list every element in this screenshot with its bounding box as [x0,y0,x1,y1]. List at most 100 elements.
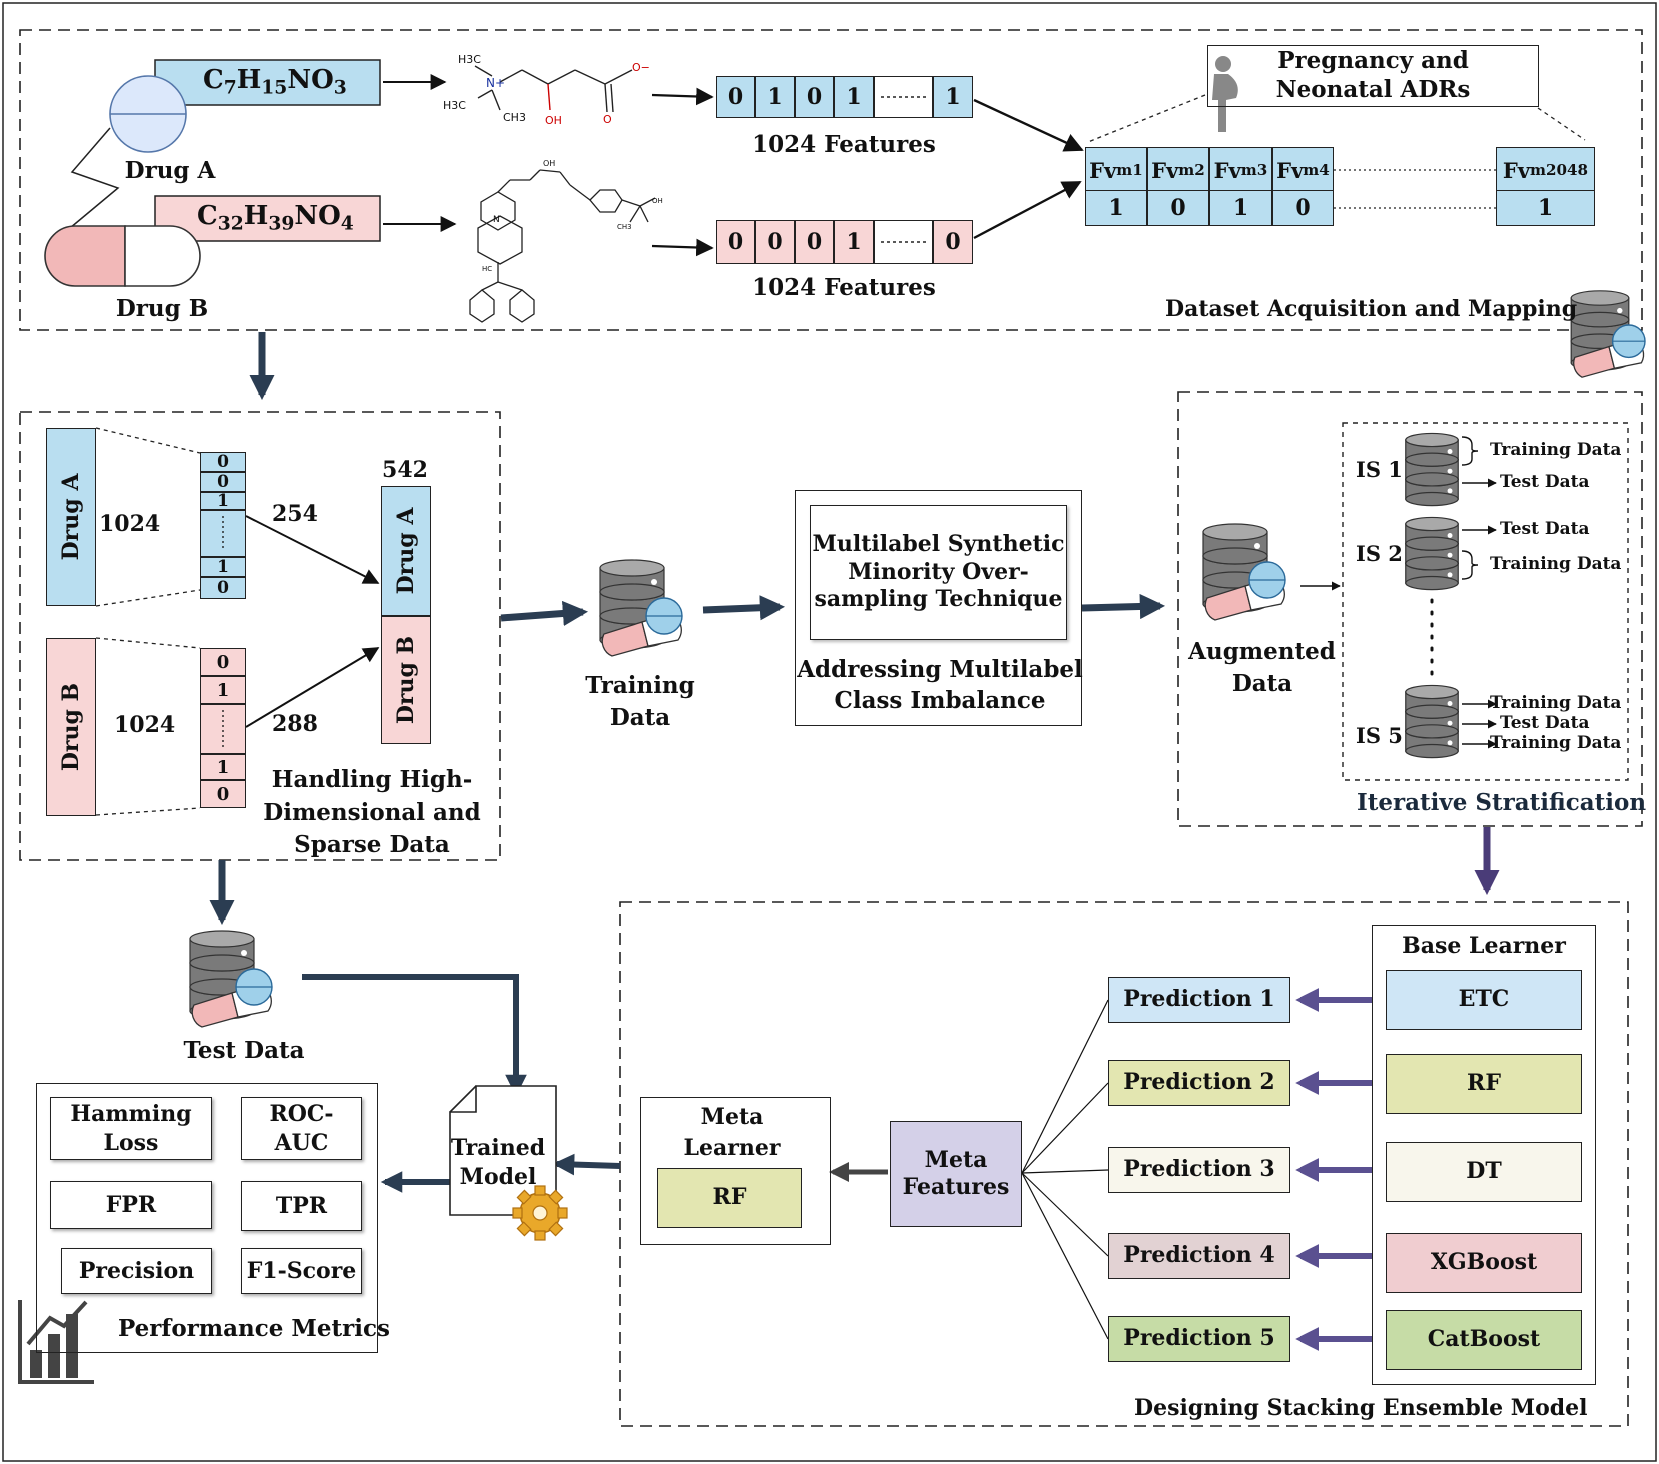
augmented-line: Augmented [1188,638,1336,665]
splits-box [1342,422,1629,781]
trained-model-line: Trained [450,1135,546,1161]
prediction-3: Prediction 3 [1108,1147,1290,1193]
vector-a-cell: 0 [795,76,834,118]
arrow-select-b [245,647,380,728]
prediction-4: Prediction 4 [1108,1233,1290,1279]
leader-a-bottom [95,589,201,607]
formula-element: NO [287,65,334,95]
mlsmote-line: sampling Technique [814,586,1063,613]
features-label-b: 1024 Features [752,274,936,301]
meta-features-line: Features [902,1174,1010,1200]
bit-cell: 1 [200,754,246,780]
metric-line: TPR [275,1192,328,1219]
metric-precision: Precision [61,1248,212,1294]
formula-count: 7 [223,76,237,99]
formula-a-band [154,59,381,106]
acquisition-title: Dataset Acquisition and Mapping [1165,296,1578,322]
split-label: Training Data [1490,554,1622,574]
drug-a-label: Drug A [124,157,216,184]
formula-element: NO [294,201,341,231]
formula-element: C [203,65,224,95]
formula-count: 15 [261,76,288,99]
vector-a-cell: 1 [834,76,874,118]
mlsmote-line: Minority Over- [848,558,1029,585]
drug-b-bar: Drug B [46,638,96,816]
molecule-a-h3c-left: H3C [443,99,466,112]
fv-header-index: m1 [1116,161,1143,179]
formula-a: C7H15NO3 [203,66,347,98]
formula-element: C [197,201,218,231]
meta-learner-line: Learner [683,1134,781,1161]
database-pill-icon [599,559,683,657]
dim-a: 1024 [99,511,161,537]
meta-learner-title: Meta Learner [684,1102,781,1164]
training-line: Training [585,672,695,699]
split-label: Test Data [1500,713,1590,733]
bit-cell: 1 [200,557,246,577]
augmented-line: Data [1231,669,1293,697]
meta-learner-line: Meta [700,1104,764,1130]
bit-cell: 1 [200,676,246,704]
vector-b-cell: 0 [933,220,973,264]
split-id: IS 2 [1356,541,1403,566]
split-label: Training Data [1490,693,1622,713]
adr-box: Pregnancy and Neonatal ADRs [1207,45,1539,107]
stratification-title: Iterative Stratification [1357,789,1647,816]
vector-b-cell: 0 [795,220,834,264]
bit-cell: 0 [200,648,246,676]
molecule-b-oh: OH [543,159,556,168]
arrow-vector-b [973,180,1082,240]
bit-cell: 1 [200,491,246,511]
fv-header-index: m4 [1303,161,1330,179]
formula-count: 39 [268,212,295,235]
base-learner-box [1372,925,1596,1385]
vector-a-cell: 0 [716,76,755,118]
bar-chart-icon [18,1300,94,1384]
selected-b: 288 [272,711,318,737]
split-label: Training Data [1490,440,1622,460]
base-learner-catboost: CatBoost [1386,1310,1582,1370]
fv-header-name: Fv [1089,157,1117,183]
bit-ellipsis [200,704,246,754]
split-arrows [1461,436,1497,749]
fv-value: 0 [1147,190,1209,226]
arrow-molecule-a [651,87,714,106]
features-label-a: 1024 Features [752,131,936,158]
combined-a-label: Drug A [393,507,419,595]
adr-leader-right [1537,107,1586,141]
mlsmote-box [795,490,1082,726]
molecule-a-o-minus: O− [632,61,650,74]
arrow-mlsmote-to-augmented [1081,593,1166,620]
gear-icon [512,1185,568,1241]
leader-a-top [95,427,201,454]
sparse-title-line: Handling High- [271,766,473,793]
formula-element: H [243,201,269,231]
sparse-title: Handling High- Dimensional and Sparse Da… [263,764,480,862]
metric-line: Loss [103,1129,159,1156]
fv-value: 1 [1209,190,1272,226]
metric-f1-score: F1-Score [241,1248,362,1294]
molecule-a-h3c-top: H3C [458,53,481,66]
fv-value: 1 [1085,190,1147,226]
molecule-a-n-plus: N+ [486,76,506,90]
capsule-icon [44,225,201,287]
adr-leader-left [1087,94,1206,143]
trained-model-line: Model [459,1163,537,1190]
split-label: Training Data [1490,733,1622,753]
formula-b-band [154,195,381,242]
arrow-test-to-model [302,974,527,1097]
leader-b-bottom [95,807,201,816]
drug-a-bar: Drug A [46,428,96,606]
connector-zigzag [69,127,120,229]
molecule-b-structure [469,169,656,323]
vector-b-cell: 0 [755,220,795,264]
fan-lines [1021,999,1109,1340]
fv-header-name: Fv [1276,157,1304,183]
